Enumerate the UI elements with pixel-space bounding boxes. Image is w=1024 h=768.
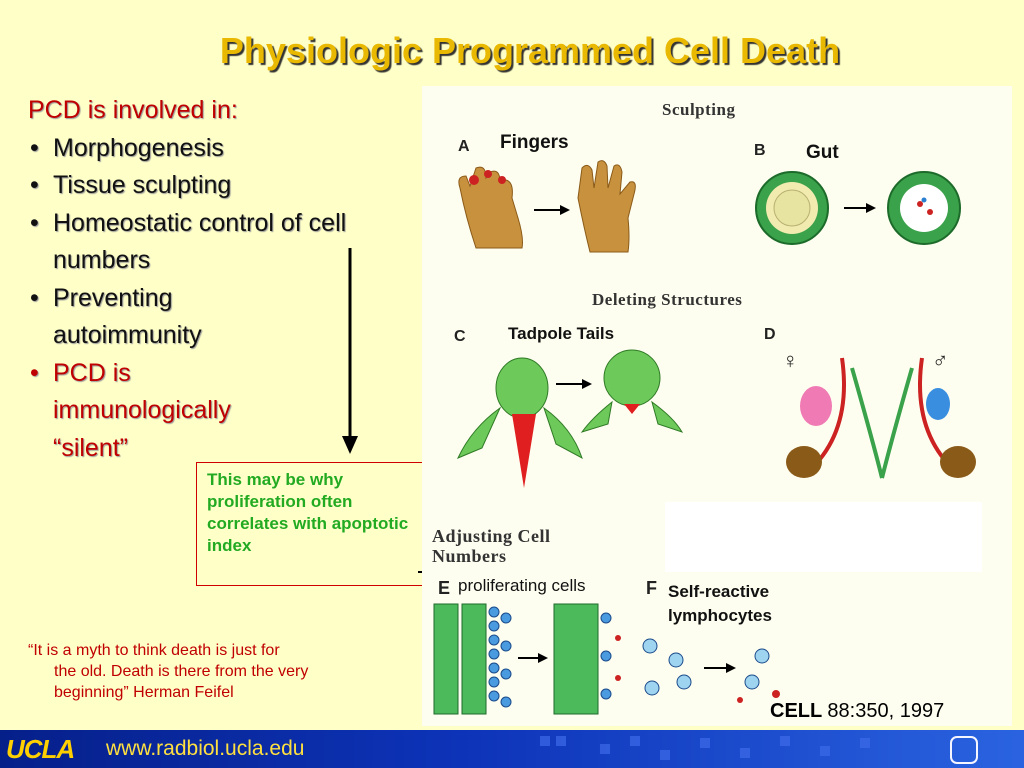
citation-ref: 88:350, 1997 (827, 700, 945, 722)
panel-letter: D (764, 326, 776, 343)
caption-tadpole: Tadpole Tails (508, 324, 615, 343)
caption-line: Self-reactive (668, 582, 770, 601)
lymphocytes-illustration (642, 638, 780, 703)
blank-area (665, 502, 982, 572)
list-item: Preventing autoimmunity (28, 280, 253, 355)
panel-letter: B (754, 142, 766, 159)
list-item: Tissue sculpting (28, 167, 408, 205)
panel-letter: E (438, 578, 451, 598)
hand-illustration (458, 160, 636, 253)
slide-navigation-icon[interactable] (950, 736, 978, 764)
ducts-illustration (786, 357, 976, 479)
figure-panel: Sculpting A Fingers B Gut Deleting Struc… (422, 86, 1012, 726)
quote-line: the old. Death is there from the very (54, 663, 309, 680)
caption-self-reactive: Self-reactive lymphocytes (668, 580, 772, 628)
quote: “It is a myth to think death is just for… (28, 640, 388, 703)
footer-bar: UCLA www.radbiol.ucla.edu (0, 730, 1024, 768)
panel-letter: C (454, 328, 466, 345)
list-item-highlight: PCD is immunologically “silent” (28, 355, 298, 468)
adjusting-header-line: Numbers (432, 546, 507, 566)
cell-columns-illustration (433, 603, 621, 715)
deleting-header: Deleting Structures (592, 290, 743, 309)
ucla-logo: UCLA (6, 734, 75, 764)
caption-fingers: Fingers (500, 132, 569, 153)
gut-illustration (755, 171, 961, 245)
male-symbol: ♂ (932, 348, 949, 373)
citation-journal: CELL (770, 700, 822, 722)
panel-letter: A (458, 138, 470, 155)
caption-proliferating: proliferating cells (458, 576, 586, 595)
footer-url-link[interactable]: www.radbiol.ucla.edu (106, 737, 305, 760)
adjusting-header: Adjusting Cell Numbers (432, 526, 551, 566)
adjusting-header-line: Adjusting Cell (432, 526, 551, 546)
sculpting-header: Sculpting (662, 100, 736, 119)
quote-line: “It is a myth to think death is just for (28, 642, 280, 659)
slide-title: Physiologic Programmed Cell Death (219, 30, 841, 71)
list-item: Morphogenesis (28, 130, 408, 168)
pcd-list: PCD is involved in: Morphogenesis Tissue… (28, 92, 408, 467)
list-heading: PCD is involved in: (28, 96, 238, 124)
caption-line: lymphocytes (668, 606, 772, 625)
caption-gut: Gut (806, 142, 839, 163)
panel-letter: F (646, 578, 657, 598)
tadpole-illustration (457, 349, 684, 488)
quote-line: beginning” Herman Feifel (54, 684, 234, 701)
down-arrow-icon (342, 248, 358, 454)
citation: CELL 88:350, 1997 (770, 700, 944, 723)
female-symbol: ♀ (782, 348, 799, 373)
list-item: Homeostatic control of cell numbers (28, 205, 398, 280)
note-box: This may be why proliferation often corr… (196, 462, 430, 586)
